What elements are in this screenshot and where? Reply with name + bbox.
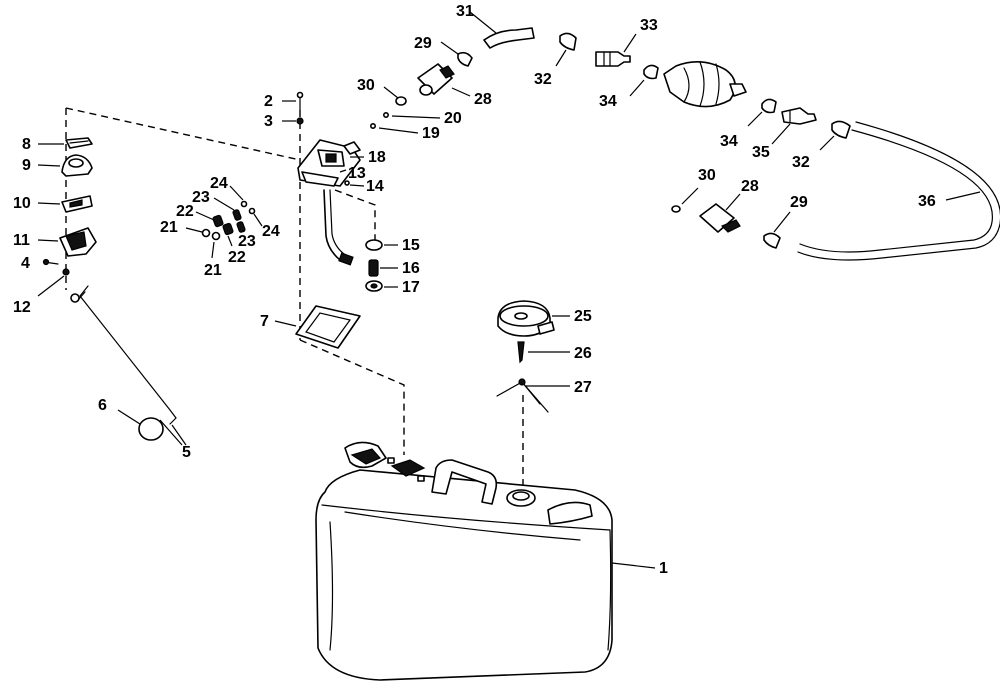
callout-18: 18 [368, 149, 386, 166]
filler-cap-assembly: 25 26 27 [496, 300, 592, 413]
callout-26: 26 [574, 345, 592, 362]
callout-3: 3 [264, 113, 273, 130]
callout-29b: 29 [790, 194, 808, 211]
callout-23b: 23 [238, 233, 256, 250]
callout-24b: 24 [262, 223, 280, 240]
callout-13: 13 [348, 165, 366, 182]
callout-2: 2 [264, 93, 273, 110]
callout-36: 36 [918, 193, 936, 210]
callout-34a: 34 [599, 93, 617, 110]
callout-1: 1 [659, 560, 668, 577]
callout-10: 10 [13, 195, 31, 212]
fuel-pickup-assembly: 2 3 18 13 14 19 20 15 16 17 [260, 91, 462, 349]
valve-small-parts: 21 21 22 22 23 23 24 24 [160, 175, 280, 279]
callout-25: 25 [574, 308, 592, 325]
callout-31: 31 [456, 3, 474, 20]
callout-23a: 23 [192, 189, 210, 206]
callout-21b: 21 [204, 262, 222, 279]
callout-22a: 22 [176, 203, 194, 220]
assembly-guide-lines [65, 107, 524, 495]
callout-29a: 29 [414, 35, 432, 52]
fuel-line-assembly: 28 29 30 31 32 33 34 34 [357, 3, 1000, 261]
callout-30b: 30 [698, 167, 716, 184]
callout-8: 8 [22, 136, 31, 153]
callout-28b: 28 [741, 178, 759, 195]
callout-24a: 24 [210, 175, 228, 192]
callout-35: 35 [752, 144, 770, 161]
callout-19: 19 [422, 125, 440, 142]
callout-5: 5 [182, 444, 191, 461]
callout-16: 16 [402, 260, 420, 277]
fuel-gauge-assembly: 8 9 10 11 4 12 5 6 [13, 136, 191, 461]
callout-6: 6 [98, 397, 107, 414]
callout-34b: 34 [720, 133, 738, 150]
callout-30a: 30 [357, 77, 375, 94]
callout-22b: 22 [228, 249, 246, 266]
callout-33: 33 [640, 17, 658, 34]
callout-28a: 28 [474, 91, 492, 108]
callout-17: 17 [402, 279, 420, 296]
callout-32a: 32 [534, 71, 552, 88]
fuel-tank: 1 [315, 441, 668, 681]
callout-20: 20 [444, 110, 462, 127]
callout-14: 14 [366, 178, 384, 195]
callout-4: 4 [21, 255, 30, 272]
callout-12: 12 [13, 299, 31, 316]
callout-9: 9 [22, 157, 31, 174]
callout-32b: 32 [792, 154, 810, 171]
callout-15: 15 [402, 237, 420, 254]
callout-21a: 21 [160, 219, 178, 236]
callout-7: 7 [260, 313, 269, 330]
callout-11: 11 [13, 232, 30, 249]
callout-27: 27 [574, 379, 592, 396]
